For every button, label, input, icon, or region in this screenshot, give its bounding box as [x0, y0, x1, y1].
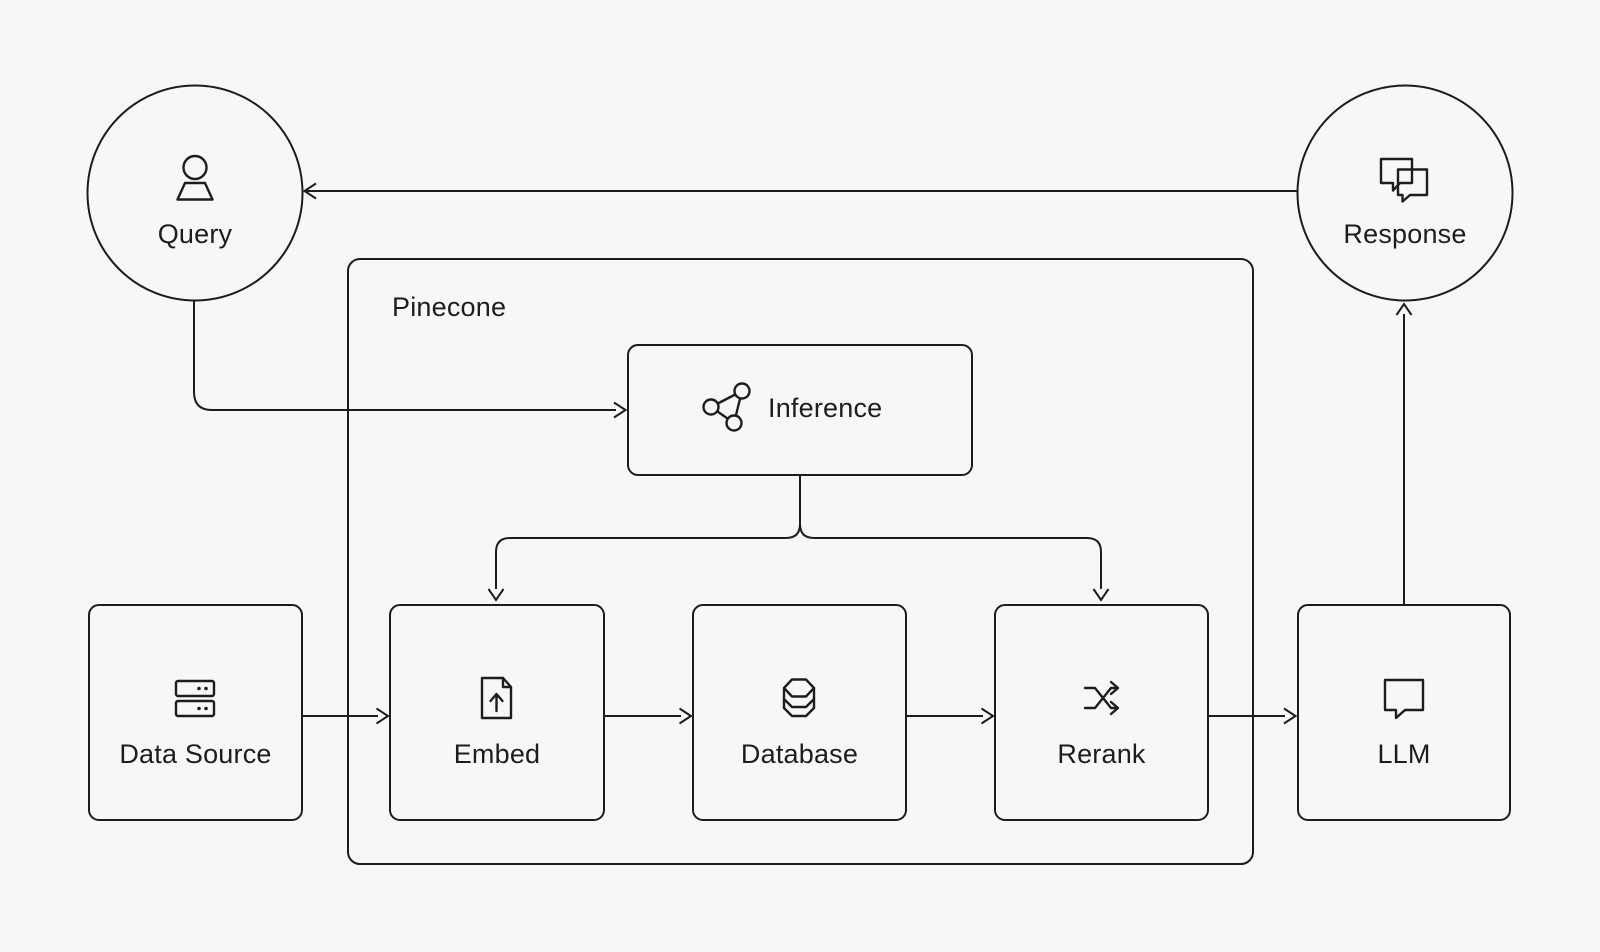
network-icon: [702, 382, 751, 432]
node-pinecone: Pinecone: [347, 258, 1254, 865]
data-source-box: [88, 604, 303, 821]
edge-query-inference: [193, 300, 628, 419]
response-circle: [1296, 84, 1514, 302]
file-upload-icon: [480, 676, 513, 720]
edge-datasource-embed: [302, 707, 390, 725]
edge-inference-rerank: [799, 475, 1110, 602]
node-inference: Inference: [627, 344, 973, 476]
edges: [193, 182, 1413, 725]
embed-label: Embed: [454, 739, 541, 769]
edge-response-query: [302, 182, 1298, 200]
edge-llm-response: [1395, 302, 1413, 605]
node-embed: Embed: [389, 604, 605, 821]
node-llm: LLM: [1297, 604, 1511, 821]
server-icon: [174, 679, 216, 718]
shuffle-icon: [1083, 680, 1120, 716]
rerank-box: [994, 604, 1209, 821]
chat-bubble-icon: [1383, 678, 1425, 720]
database-label: Database: [741, 739, 858, 769]
pinecone-label: Pinecone: [392, 292, 506, 322]
query-label: Query: [158, 219, 233, 249]
database-icon: [782, 678, 816, 718]
chat-bubbles-icon: [1379, 157, 1429, 203]
llm-label: LLM: [1377, 739, 1430, 769]
data-source-label: Data Source: [119, 739, 271, 769]
node-data-source: Data Source: [88, 604, 303, 821]
edge-embed-database: [604, 707, 693, 725]
user-icon: [176, 154, 214, 201]
node-query: Query: [86, 84, 304, 302]
response-label: Response: [1343, 219, 1466, 249]
pinecone-container-border: [347, 258, 1254, 865]
database-box: [692, 604, 907, 821]
edge-inference-embed: [487, 475, 801, 602]
llm-box: [1297, 604, 1511, 821]
edge-database-rerank: [906, 707, 995, 725]
rerank-label: Rerank: [1057, 739, 1146, 769]
node-rerank: Rerank: [994, 604, 1209, 821]
inference-box: [627, 344, 973, 476]
embed-box: [389, 604, 605, 821]
node-database: Database: [692, 604, 907, 821]
node-response: Response: [1296, 84, 1514, 302]
inference-label: Inference: [768, 393, 882, 423]
query-circle: [86, 84, 304, 302]
edge-rerank-llm: [1209, 707, 1298, 725]
